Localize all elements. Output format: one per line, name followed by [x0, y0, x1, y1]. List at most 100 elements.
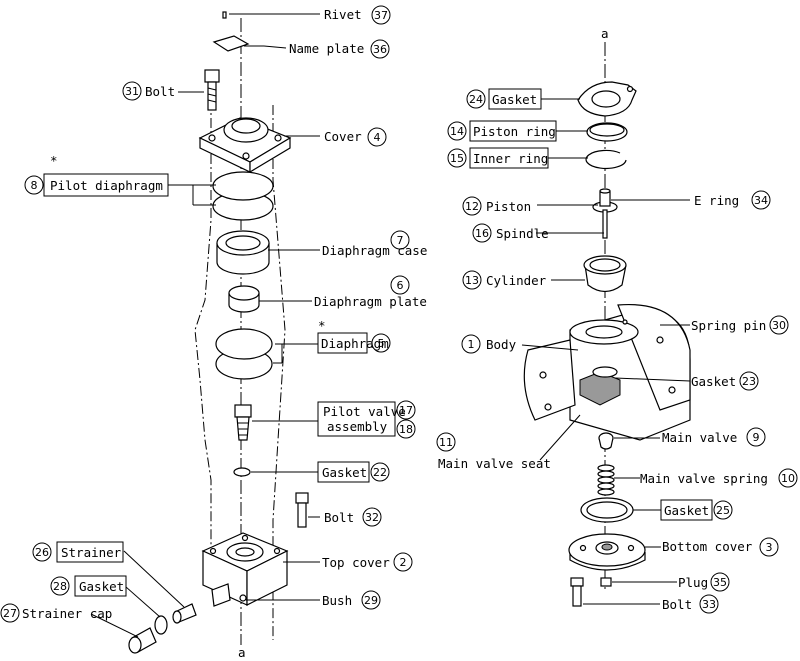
callout-num: 30 [772, 319, 786, 332]
diaphragm-plate-part [228, 285, 260, 313]
callout-text: Bolt [145, 84, 175, 99]
callout-num: 7 [397, 234, 404, 247]
callout-text: Pilot valve [323, 404, 406, 419]
callout-gasket-23: Gasket 23 [691, 371, 759, 391]
star-mark-diaphragm: * [318, 318, 326, 333]
callout-pilot-diaphragm: 8 Pilot diaphragm [24, 175, 163, 195]
callout-num: 3 [766, 541, 773, 554]
callout-num: 37 [374, 9, 388, 22]
callout-bolt-32: Bolt 32 [324, 507, 382, 527]
callout-text: Bottom cover [662, 539, 753, 554]
callout-text: Gasket [691, 374, 736, 389]
callout-text: Rivet [324, 7, 362, 22]
callout-pilot-valve-assembly: Pilot valve assembly 17 18 [323, 400, 416, 439]
callout-num: 10 [781, 472, 795, 485]
diaphragm-part [215, 328, 273, 380]
callout-num: 31 [125, 85, 139, 98]
callout-text: Strainer cap [22, 606, 112, 621]
rivet-part [222, 11, 227, 19]
callout-text: Gasket [492, 92, 537, 107]
callout-num: 23 [742, 375, 756, 388]
callout-num: 24 [469, 93, 483, 106]
diaphragm-case-part [216, 230, 270, 275]
callout-e-ring: E ring 34 [694, 190, 771, 210]
callout-num: 9 [753, 431, 760, 444]
callout-main-valve: Main valve 9 [662, 427, 766, 447]
callout-text: Strainer [61, 545, 122, 560]
callout-text: Cylinder [486, 273, 547, 288]
callout-text: Main valve spring [640, 471, 768, 486]
callout-text: Top cover [322, 555, 390, 570]
body-part [523, 303, 691, 441]
callout-text: Diaphragm [321, 336, 389, 351]
piston-ring-part [586, 122, 628, 142]
axis-marker-top: a [601, 26, 609, 41]
callout-num: 5 [378, 337, 385, 350]
callout-piston: 12 Piston [462, 196, 531, 216]
callout-num: 14 [450, 125, 464, 138]
callout-main-valve-seat: 11 Main valve seat [436, 432, 551, 471]
callout-num: 6 [397, 279, 404, 292]
callout-gasket-22: Gasket 22 [322, 462, 390, 482]
callout-text: Spindle [496, 226, 549, 241]
callout-plug: Plug 35 [678, 572, 730, 592]
callout-text: Piston [486, 199, 531, 214]
callout-diaphragm: Diaphragm 5 [321, 333, 391, 353]
callout-num: 22 [373, 466, 387, 479]
star-mark-pilot-diaphragm: * [50, 153, 58, 168]
strainer-cap-part [128, 627, 157, 654]
main-valve-part [598, 432, 614, 450]
strainer-part [172, 603, 197, 624]
callout-num: 25 [716, 504, 730, 517]
callout-num: 36 [373, 43, 387, 56]
piston-part [592, 188, 618, 239]
callout-bottom-cover: Bottom cover 3 [662, 537, 779, 557]
inner-ring-part [585, 149, 627, 170]
gasket-28-part [154, 615, 168, 635]
callout-diaphragm-plate: Diaphragm plate 6 [314, 275, 427, 309]
callout-num: 32 [365, 511, 379, 524]
callout-spring-pin: Spring pin 30 [691, 315, 789, 335]
callout-text: Inner ring [473, 151, 548, 166]
main-valve-spring-part [597, 464, 615, 496]
callout-piston-ring: 14 Piston ring [447, 121, 556, 141]
pilot-diaphragm-part [212, 171, 274, 221]
callout-text: Piston ring [473, 124, 556, 139]
bottom-cover-part [568, 533, 646, 571]
callout-text: Plug [678, 575, 708, 590]
callout-bush: Bush 29 [322, 590, 381, 610]
gasket-24-part [577, 81, 637, 117]
pilot-valve-part [234, 404, 252, 441]
callout-num: 33 [702, 598, 716, 611]
callout-text: Main valve seat [438, 456, 551, 471]
callout-strainer-cap: 27 Strainer cap [0, 603, 112, 623]
callout-text: E ring [694, 193, 739, 208]
callout-num: 29 [364, 594, 378, 607]
leader-lines [90, 13, 691, 638]
callout-text: Gasket [79, 579, 124, 594]
callout-cylinder: 13 Cylinder [462, 270, 547, 290]
callout-gasket-24: 24 Gasket [466, 89, 537, 109]
cylinder-part [583, 255, 627, 293]
name-plate-part [212, 35, 250, 52]
callout-rivet: Rivet 37 [324, 5, 391, 25]
callout-name-plate: Name plate 36 [289, 39, 390, 59]
callout-num: 27 [3, 607, 17, 620]
callout-num: 15 [450, 152, 464, 165]
callout-num: 12 [465, 200, 479, 213]
callout-body: 1 Body [461, 334, 517, 354]
callout-num: 2 [400, 556, 407, 569]
callout-num: 13 [465, 274, 479, 287]
callout-bolt-33: Bolt 33 [662, 594, 719, 614]
bolt-31-part [204, 69, 220, 111]
callout-num: 28 [53, 580, 67, 593]
callout-strainer: 26 Strainer [32, 542, 122, 562]
callout-text: Bolt [324, 510, 354, 525]
callout-text: Body [486, 337, 517, 352]
callout-num-2: 18 [399, 423, 413, 436]
callout-top-cover: Top cover 2 [322, 552, 413, 572]
callout-num: 26 [35, 546, 49, 559]
plug-part [600, 577, 612, 587]
callout-text: Gasket [664, 503, 709, 518]
